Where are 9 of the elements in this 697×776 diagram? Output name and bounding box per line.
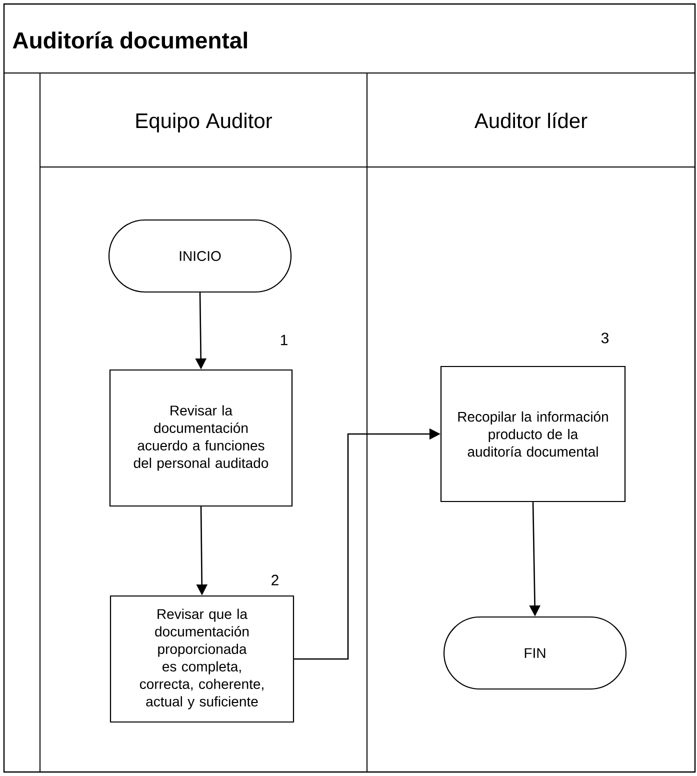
step-number: 3 — [601, 332, 609, 344]
process-box: Revisar que la documentación proporcionada es completa, correcta, coherente, actual y suficiente — [110, 595, 294, 723]
pool-title: Auditoría documental — [12, 31, 247, 49]
process-box: Revisar la documentación acuerdo a funciones del personal auditado — [109, 369, 293, 507]
step-number: 2 — [272, 574, 278, 586]
step-number: 1 — [280, 334, 288, 346]
terminator: INICIO — [108, 219, 292, 293]
terminator: FIN — [443, 616, 627, 690]
process-box: Recopilar la información producto de la auditoría documental — [440, 366, 626, 502]
